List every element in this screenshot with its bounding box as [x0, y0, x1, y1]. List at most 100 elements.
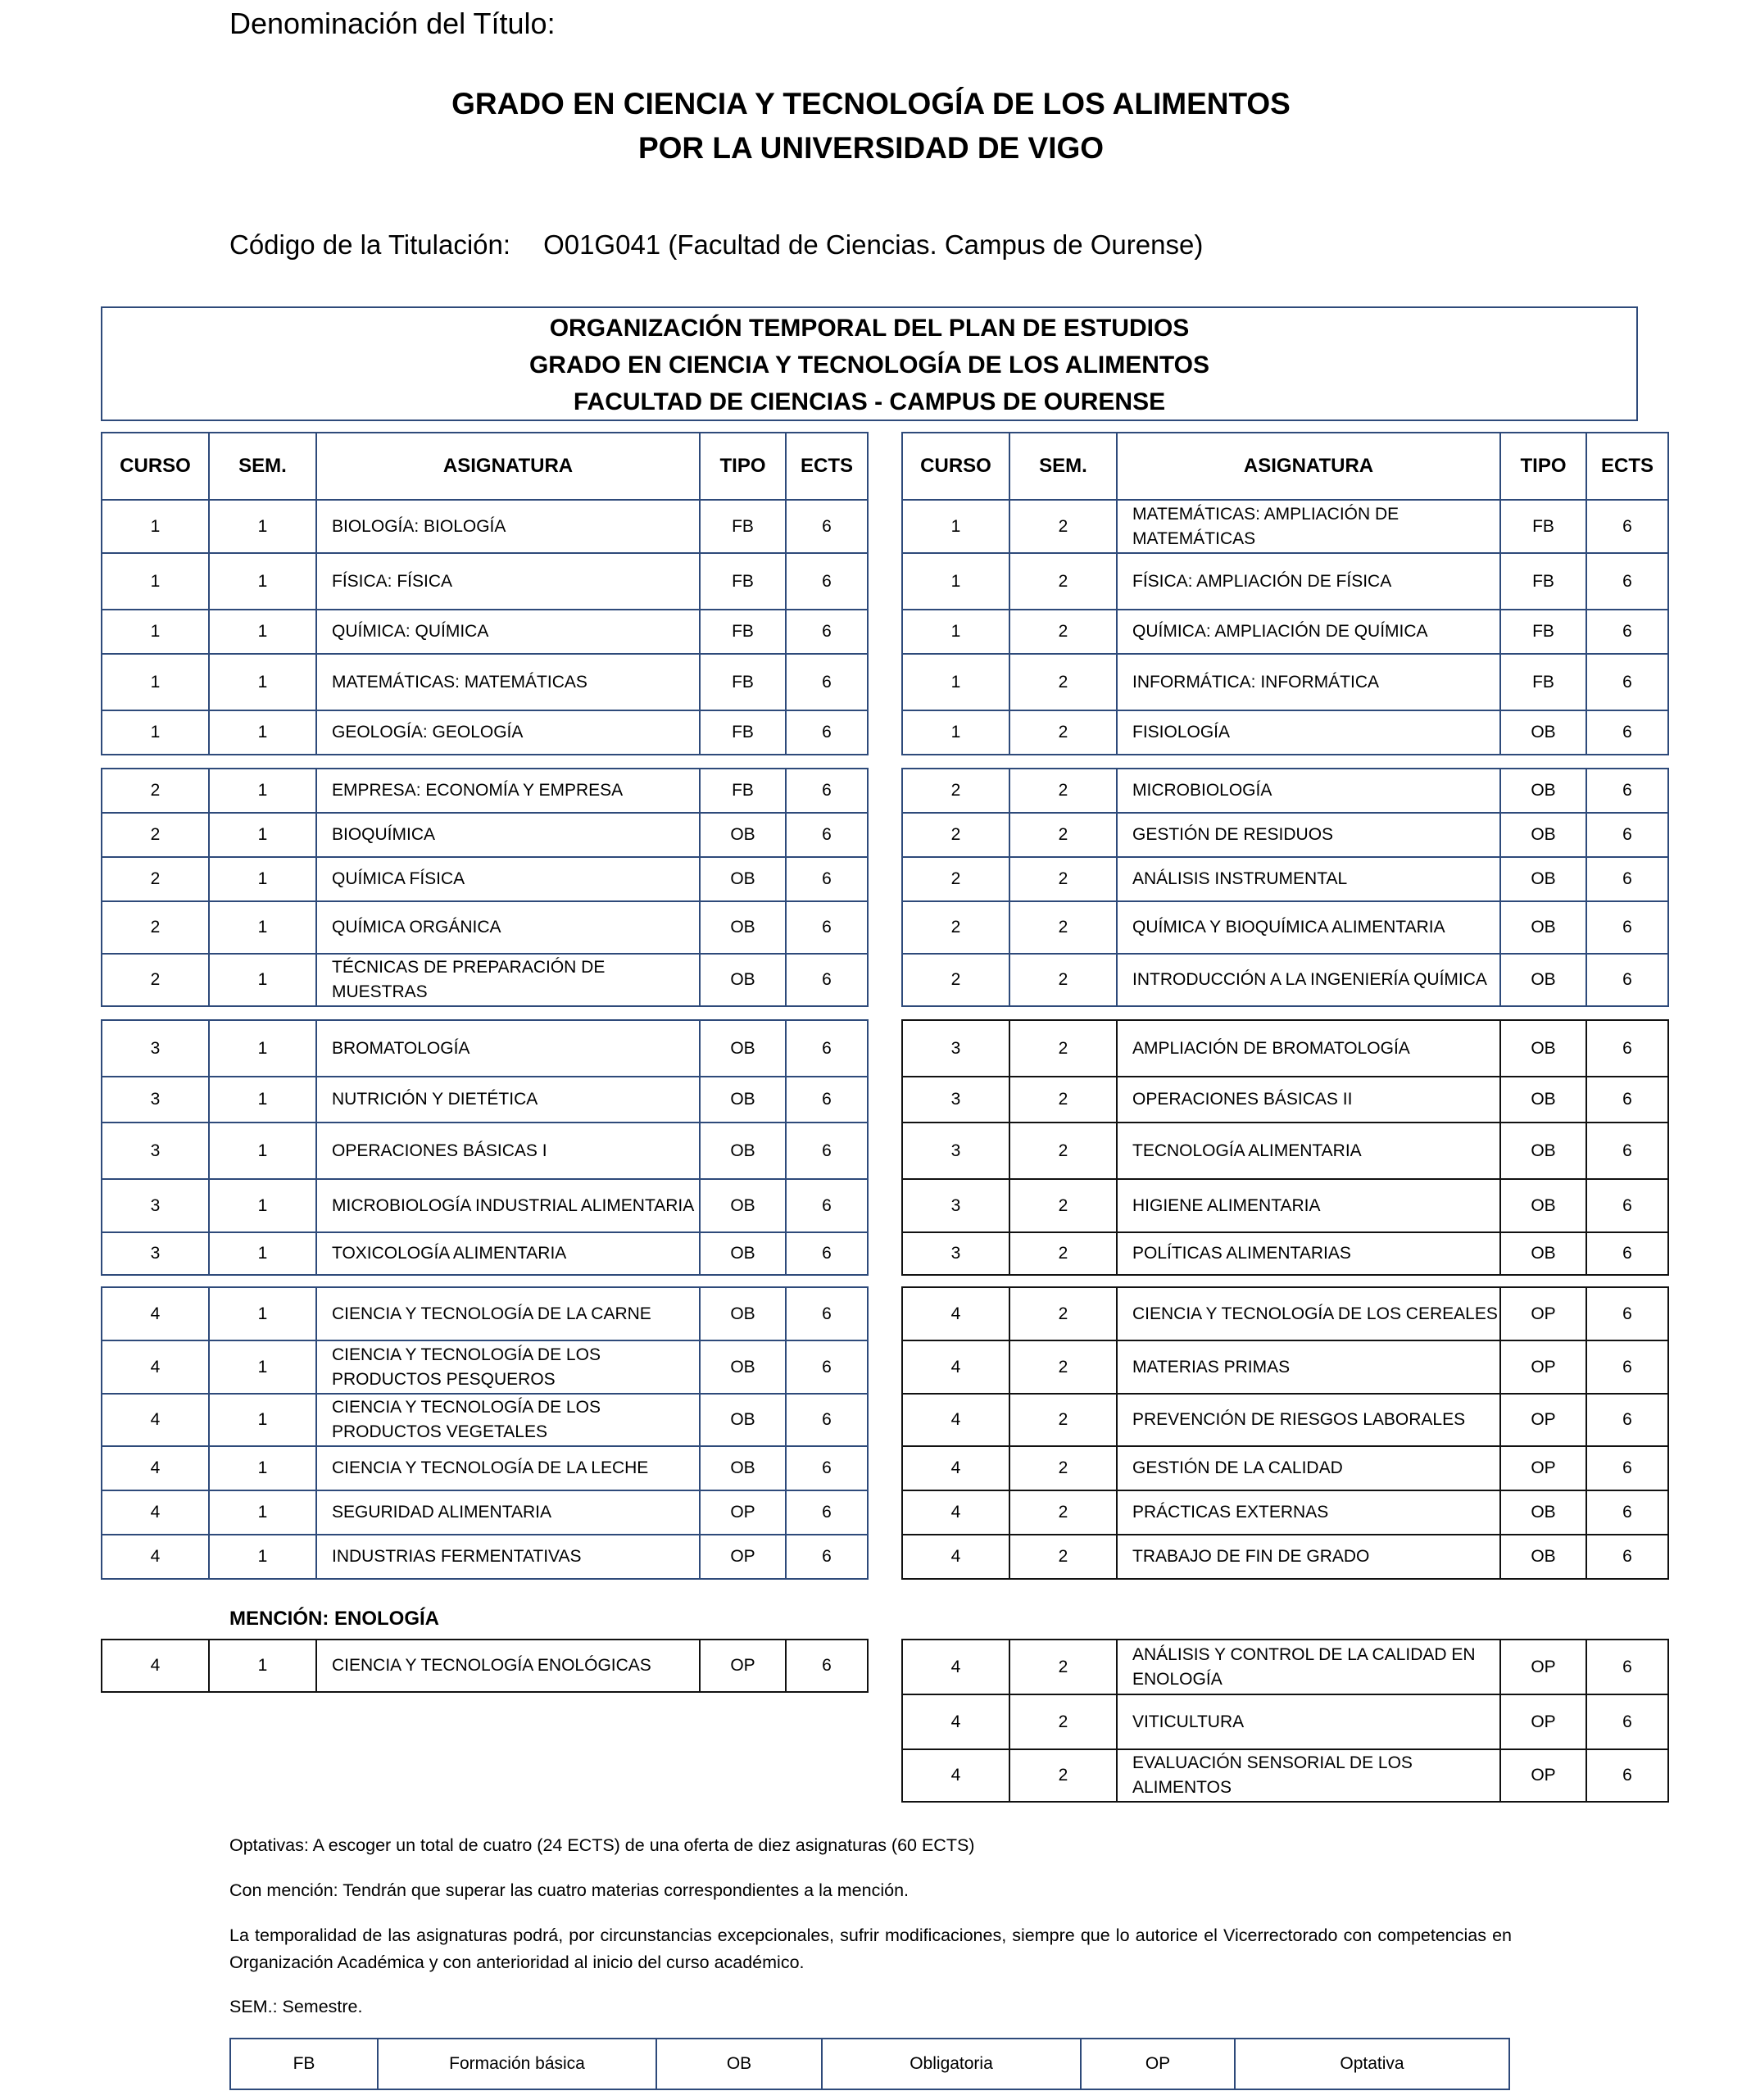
tipo-cell: OB	[699, 1231, 787, 1276]
sem-cell: 2	[1009, 1178, 1118, 1233]
tipo-cell: OP	[1499, 1393, 1587, 1447]
tipo-cell: OB	[1499, 1019, 1587, 1077]
sem-cell: 2	[1009, 1490, 1118, 1535]
tipo-cell: OB	[1499, 1534, 1587, 1580]
curso-cell: 4	[101, 1286, 210, 1341]
sem-cell: 2	[1009, 1534, 1118, 1580]
ects-cell: 6	[1585, 812, 1669, 858]
asignatura-cell: PRÁCTICAS EXTERNAS	[1116, 1490, 1501, 1535]
asignatura-cell: TECNOLOGÍA ALIMENTARIA	[1116, 1122, 1501, 1180]
tipo-cell: OB	[1499, 768, 1587, 814]
tipo-cell: OP	[1499, 1340, 1587, 1395]
sem-cell: 2	[1009, 609, 1118, 655]
curso-cell: 3	[101, 1231, 210, 1276]
column-header: CURSO	[101, 432, 210, 501]
asignatura-cell: NUTRICIÓN Y DIETÉTICA	[315, 1076, 701, 1123]
curso-cell: 4	[901, 1286, 1010, 1341]
plan-title-line3: FACULTAD DE CIENCIAS - CAMPUS DE OURENSE	[573, 388, 1166, 415]
ects-cell: 6	[785, 812, 869, 858]
asignatura-cell: MATEMÁTICAS: AMPLIACIÓN DE MATEMÁTICAS	[1116, 499, 1501, 554]
legend-op-code: OP	[1080, 2038, 1236, 2090]
sem-cell: 1	[208, 609, 317, 655]
asignatura-cell: AMPLIACIÓN DE BROMATOLOGÍA	[1116, 1019, 1501, 1077]
column-header: ECTS	[1585, 432, 1669, 501]
ects-cell: 6	[785, 1286, 869, 1341]
sem-cell: 1	[208, 1019, 317, 1077]
curso-cell: 3	[901, 1122, 1010, 1180]
sem-cell: 1	[208, 1178, 317, 1233]
tipo-cell: OP	[1499, 1748, 1587, 1803]
ects-cell: 6	[1585, 768, 1669, 814]
asignatura-cell: CIENCIA Y TECNOLOGÍA ENOLÓGICAS	[315, 1639, 701, 1693]
curso-cell: 2	[101, 856, 210, 902]
column-header: ASIGNATURA	[315, 432, 701, 501]
asignatura-cell: POLÍTICAS ALIMENTARIAS	[1116, 1231, 1501, 1276]
ects-cell: 6	[1585, 1639, 1669, 1695]
tipo-cell: OB	[1499, 900, 1587, 955]
tipo-cell: FB	[1499, 552, 1587, 610]
ects-cell: 6	[1585, 1178, 1669, 1233]
asignatura-cell: OPERACIONES BÁSICAS II	[1116, 1076, 1501, 1123]
sem-cell: 1	[208, 1231, 317, 1276]
sem-cell: 1	[208, 812, 317, 858]
asignatura-cell: GESTIÓN DE LA CALIDAD	[1116, 1445, 1501, 1491]
sem-cell: 2	[1009, 953, 1118, 1007]
ects-cell: 6	[785, 900, 869, 955]
tipo-cell: FB	[1499, 653, 1587, 711]
asignatura-cell: QUÍMICA ORGÁNICA	[315, 900, 701, 955]
tipo-cell: FB	[699, 710, 787, 755]
tipo-cell: OP	[1499, 1694, 1587, 1750]
curso-cell: 3	[901, 1019, 1010, 1077]
curso-cell: 1	[901, 710, 1010, 755]
curso-cell: 4	[101, 1340, 210, 1395]
asignatura-cell: OPERACIONES BÁSICAS I	[315, 1122, 701, 1180]
sem-cell: 2	[1009, 856, 1118, 902]
ects-cell: 6	[1585, 1340, 1669, 1395]
curso-cell: 1	[101, 552, 210, 610]
curso-cell: 1	[101, 609, 210, 655]
asignatura-cell: CIENCIA Y TECNOLOGÍA DE LA CARNE	[315, 1286, 701, 1341]
asignatura-cell: BROMATOLOGÍA	[315, 1019, 701, 1077]
sem-cell: 2	[1009, 1231, 1118, 1276]
curso-cell: 4	[101, 1639, 210, 1693]
tipo-cell: OB	[699, 1393, 787, 1447]
sem-cell: 1	[208, 653, 317, 711]
note-temporalidad: La temporalidad de las asignaturas podrá…	[229, 1925, 1512, 1972]
ects-cell: 6	[785, 1122, 869, 1180]
legend-fb-label: Formación básica	[377, 2038, 657, 2090]
asignatura-cell: TOXICOLOGÍA ALIMENTARIA	[315, 1231, 701, 1276]
asignatura-cell: MICROBIOLOGÍA	[1116, 768, 1501, 814]
sem-cell: 1	[208, 552, 317, 610]
ects-cell: 6	[785, 653, 869, 711]
sem-cell: 2	[1009, 1122, 1118, 1180]
ects-cell: 6	[1585, 1490, 1669, 1535]
ects-cell: 6	[1585, 900, 1669, 955]
sem-cell: 1	[208, 1534, 317, 1580]
curso-cell: 1	[101, 653, 210, 711]
curso-cell: 4	[901, 1694, 1010, 1750]
tipo-cell: FB	[699, 552, 787, 610]
tipo-cell: OB	[699, 1122, 787, 1180]
tipo-cell: FB	[699, 653, 787, 711]
asignatura-cell: FÍSICA: FÍSICA	[315, 552, 701, 610]
sem-cell: 2	[1009, 1340, 1118, 1395]
ects-cell: 6	[785, 1534, 869, 1580]
